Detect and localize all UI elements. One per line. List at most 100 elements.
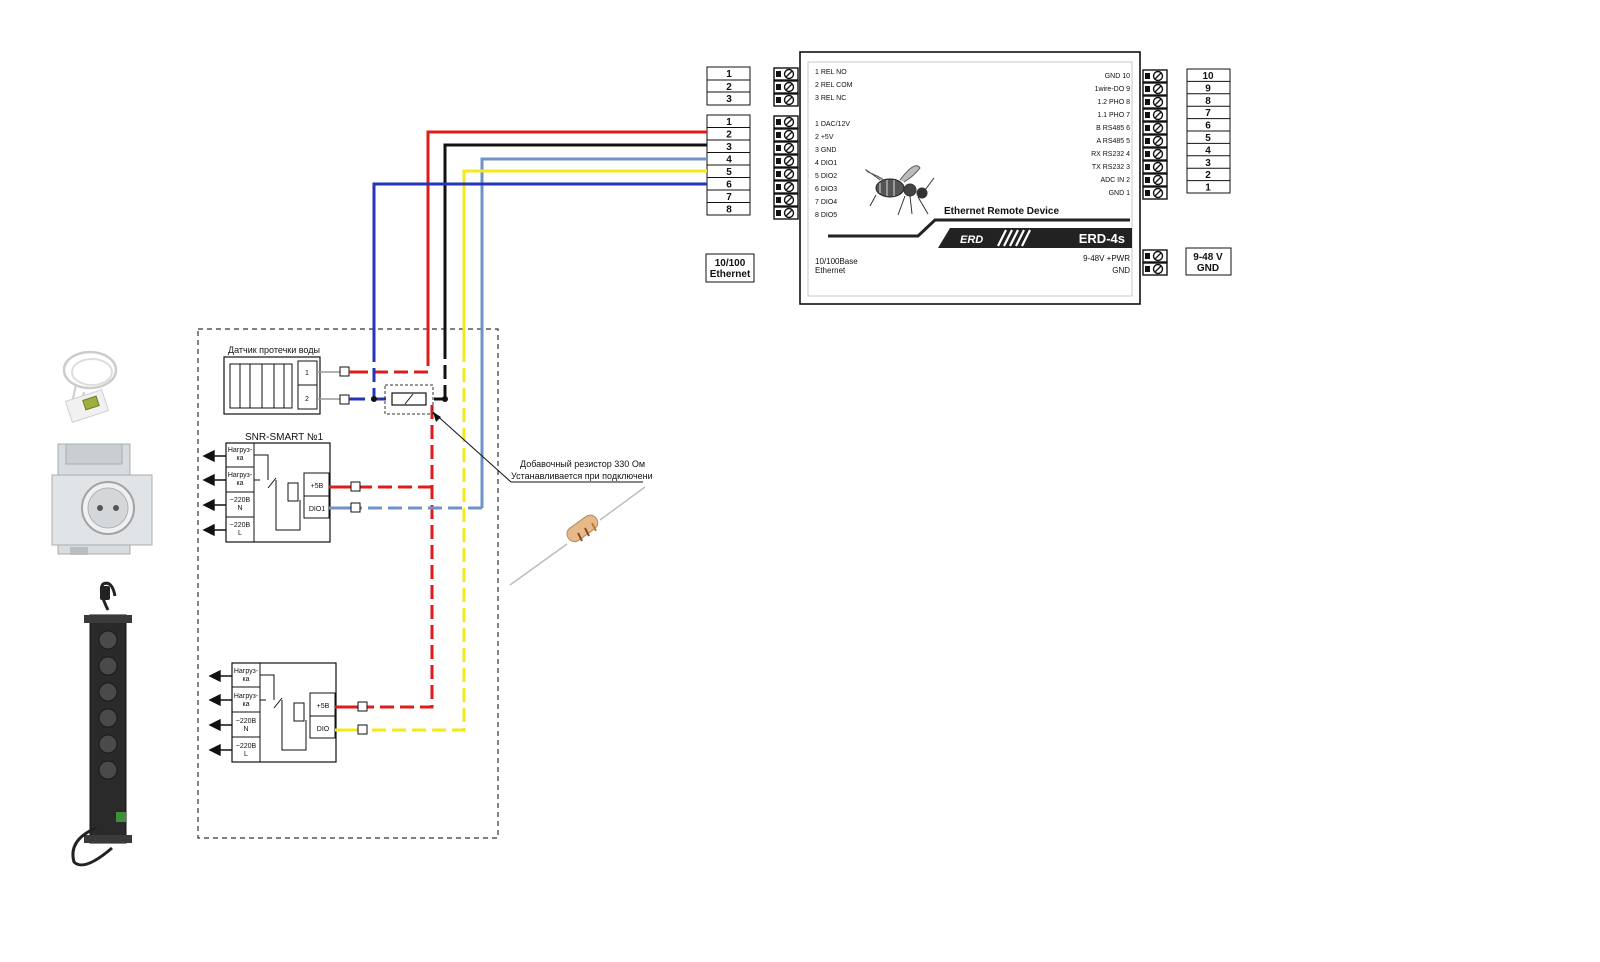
device-pin-label: 7 DIO4 [815,199,837,206]
terminal-number: 2 [726,82,732,93]
terminal-number: 7 [1205,108,1211,119]
device-pin-label: TX RS232 3 [1092,164,1130,171]
device-pin-label: 1.1 PHO 7 [1097,112,1130,119]
terminal-number: 2 [1205,170,1211,181]
device-pin-label: GND 1 [1109,190,1131,197]
screw-terminal-icon [1142,160,1168,174]
device-pin-label: ADC IN 2 [1100,177,1130,184]
power-terminal-box: 9-48 V GND [1185,247,1232,276]
wire-yellow-dashed [367,348,466,732]
snr2-pin-plus: +5В [317,703,330,710]
snr2-row-label: ка [242,676,249,683]
screw-terminal-icon [773,128,799,142]
power-box-label: GND [1197,263,1219,274]
resistor-note-line1: Добавочный резистор 330 Ом [520,459,645,469]
terminal-block [706,66,751,106]
device-brand-title: Ethernet Remote Device [944,206,1059,217]
wires-solid [372,130,707,505]
screw-terminal-icon [1142,262,1168,276]
leak-sensor-pin: 1 [305,370,309,377]
junction-dot [371,396,377,402]
snr-smart-2: Нагруз- ка Нагруз- ка ~220В N ~220В L +5… [208,662,368,763]
screw-terminal-icon [773,93,799,107]
screw-terminal-icon [1142,108,1168,122]
snr2-row-label: N [243,726,248,733]
device-pin-label: B RS485 6 [1096,125,1130,132]
device-stripes-decor [997,229,1031,247]
device-swoosh-line [828,218,1130,238]
device-pin-label: 1.2 PHO 8 [1097,99,1130,106]
screw-terminal-icon [1142,95,1168,109]
screw-terminal-icon [773,154,799,168]
terminal-number: 4 [1205,145,1211,156]
device-pin-label: 3 GND [815,147,836,154]
wire-dark-blue [372,182,707,348]
snr1-pin-dio: DIO1 [309,506,325,513]
device-pin-label: 4 DIO1 [815,160,837,167]
snr1-pin-plus: +5В [311,483,324,490]
enclosure-dashed-frame [197,328,499,839]
screw-terminal-icon [773,80,799,94]
din-socket-photo-icon [51,443,153,555]
wire-yellow [462,169,707,348]
screw-terminal-icon [773,206,799,220]
connector-square [357,701,368,712]
snr1-row-label: N [237,505,242,512]
power-box-label: 9-48 V [1193,252,1223,263]
device-pin-label: 8 DIO5 [815,212,837,219]
terminal-number: 9 [1205,83,1211,94]
device-pin-label: RX RS232 4 [1091,151,1130,158]
device-inner-frame [807,61,1133,297]
leak-sensor-title: Датчик протечки воды [228,345,320,355]
terminal-number: 8 [726,205,732,216]
device-pin-label: 3 REL NC [815,95,846,102]
screw-terminal-icon [1142,121,1168,135]
device-ethernet-label: 10/100Base [815,257,858,266]
snr2-row-label: ка [242,701,249,708]
ethernet-terminal-box: 10/100 Ethernet [705,253,755,283]
ethernet-box-label: Ethernet [710,269,751,280]
terminal-number: 1 [726,69,732,80]
screw-terminal-icon [773,141,799,155]
wire-black [443,143,707,345]
snr1-row-label: ~220В [230,522,251,529]
terminal-number: 5 [1205,133,1211,144]
device-ethernet-label: Ethernet [815,266,846,275]
connector-square [339,394,350,405]
screw-terminal-icon [1142,186,1168,200]
wire-light-blue [480,157,707,505]
terminal-number: 3 [1205,158,1211,169]
terminal-boxes-left-mid: 1 2 3 4 5 6 7 8 [706,114,751,216]
snr2-row-label: ~220В [236,743,257,750]
wire-red [426,130,707,352]
snr1-row-label: ка [236,480,243,487]
wasp-logo-icon [865,165,935,216]
snr-smart-1: SNR-SMART №1 Нагруз- ка Нагруз- ка ~220В… [202,432,361,543]
leak-sensor-pin: 2 [305,396,309,403]
terminal-number: 3 [726,142,732,153]
terminal-number: 7 [726,192,732,203]
snr2-row-label: ~220В [236,718,257,725]
device-pin-label: 1 REL NO [815,69,847,76]
wire-red-dashed-lower [367,405,434,709]
leak-sensor-photo-icon [62,350,118,423]
device-power-label: GND [1112,266,1130,275]
terminal-number: 1 [1205,183,1211,194]
erd-device: 1 REL NO 2 REL COM 3 REL NC 1 DAC/12V 2 … [799,51,1141,305]
device-model-name: ERD-4s [1079,231,1125,246]
leak-sensor: Датчик протечки воды 1 2 [223,345,360,415]
junction-dot [442,396,448,402]
terminal-boxes-right: 10 9 8 7 6 5 4 3 2 1 [1186,68,1231,194]
screw-terminals [773,67,1168,276]
wire-red-dashed [360,352,430,374]
callout-arrowhead [433,412,441,422]
device-pin-label: 2 +5V [815,134,834,141]
leak-sensor-grid [229,363,293,409]
snr2-pin-dio: DIO [317,726,330,733]
terminal-number: 6 [1205,121,1211,132]
resistor-symbol [384,384,434,415]
device-pin-label: 1 DAC/12V [815,121,850,128]
snr1-row-label: ~220В [230,497,251,504]
snr2-row-label: L [244,751,248,758]
